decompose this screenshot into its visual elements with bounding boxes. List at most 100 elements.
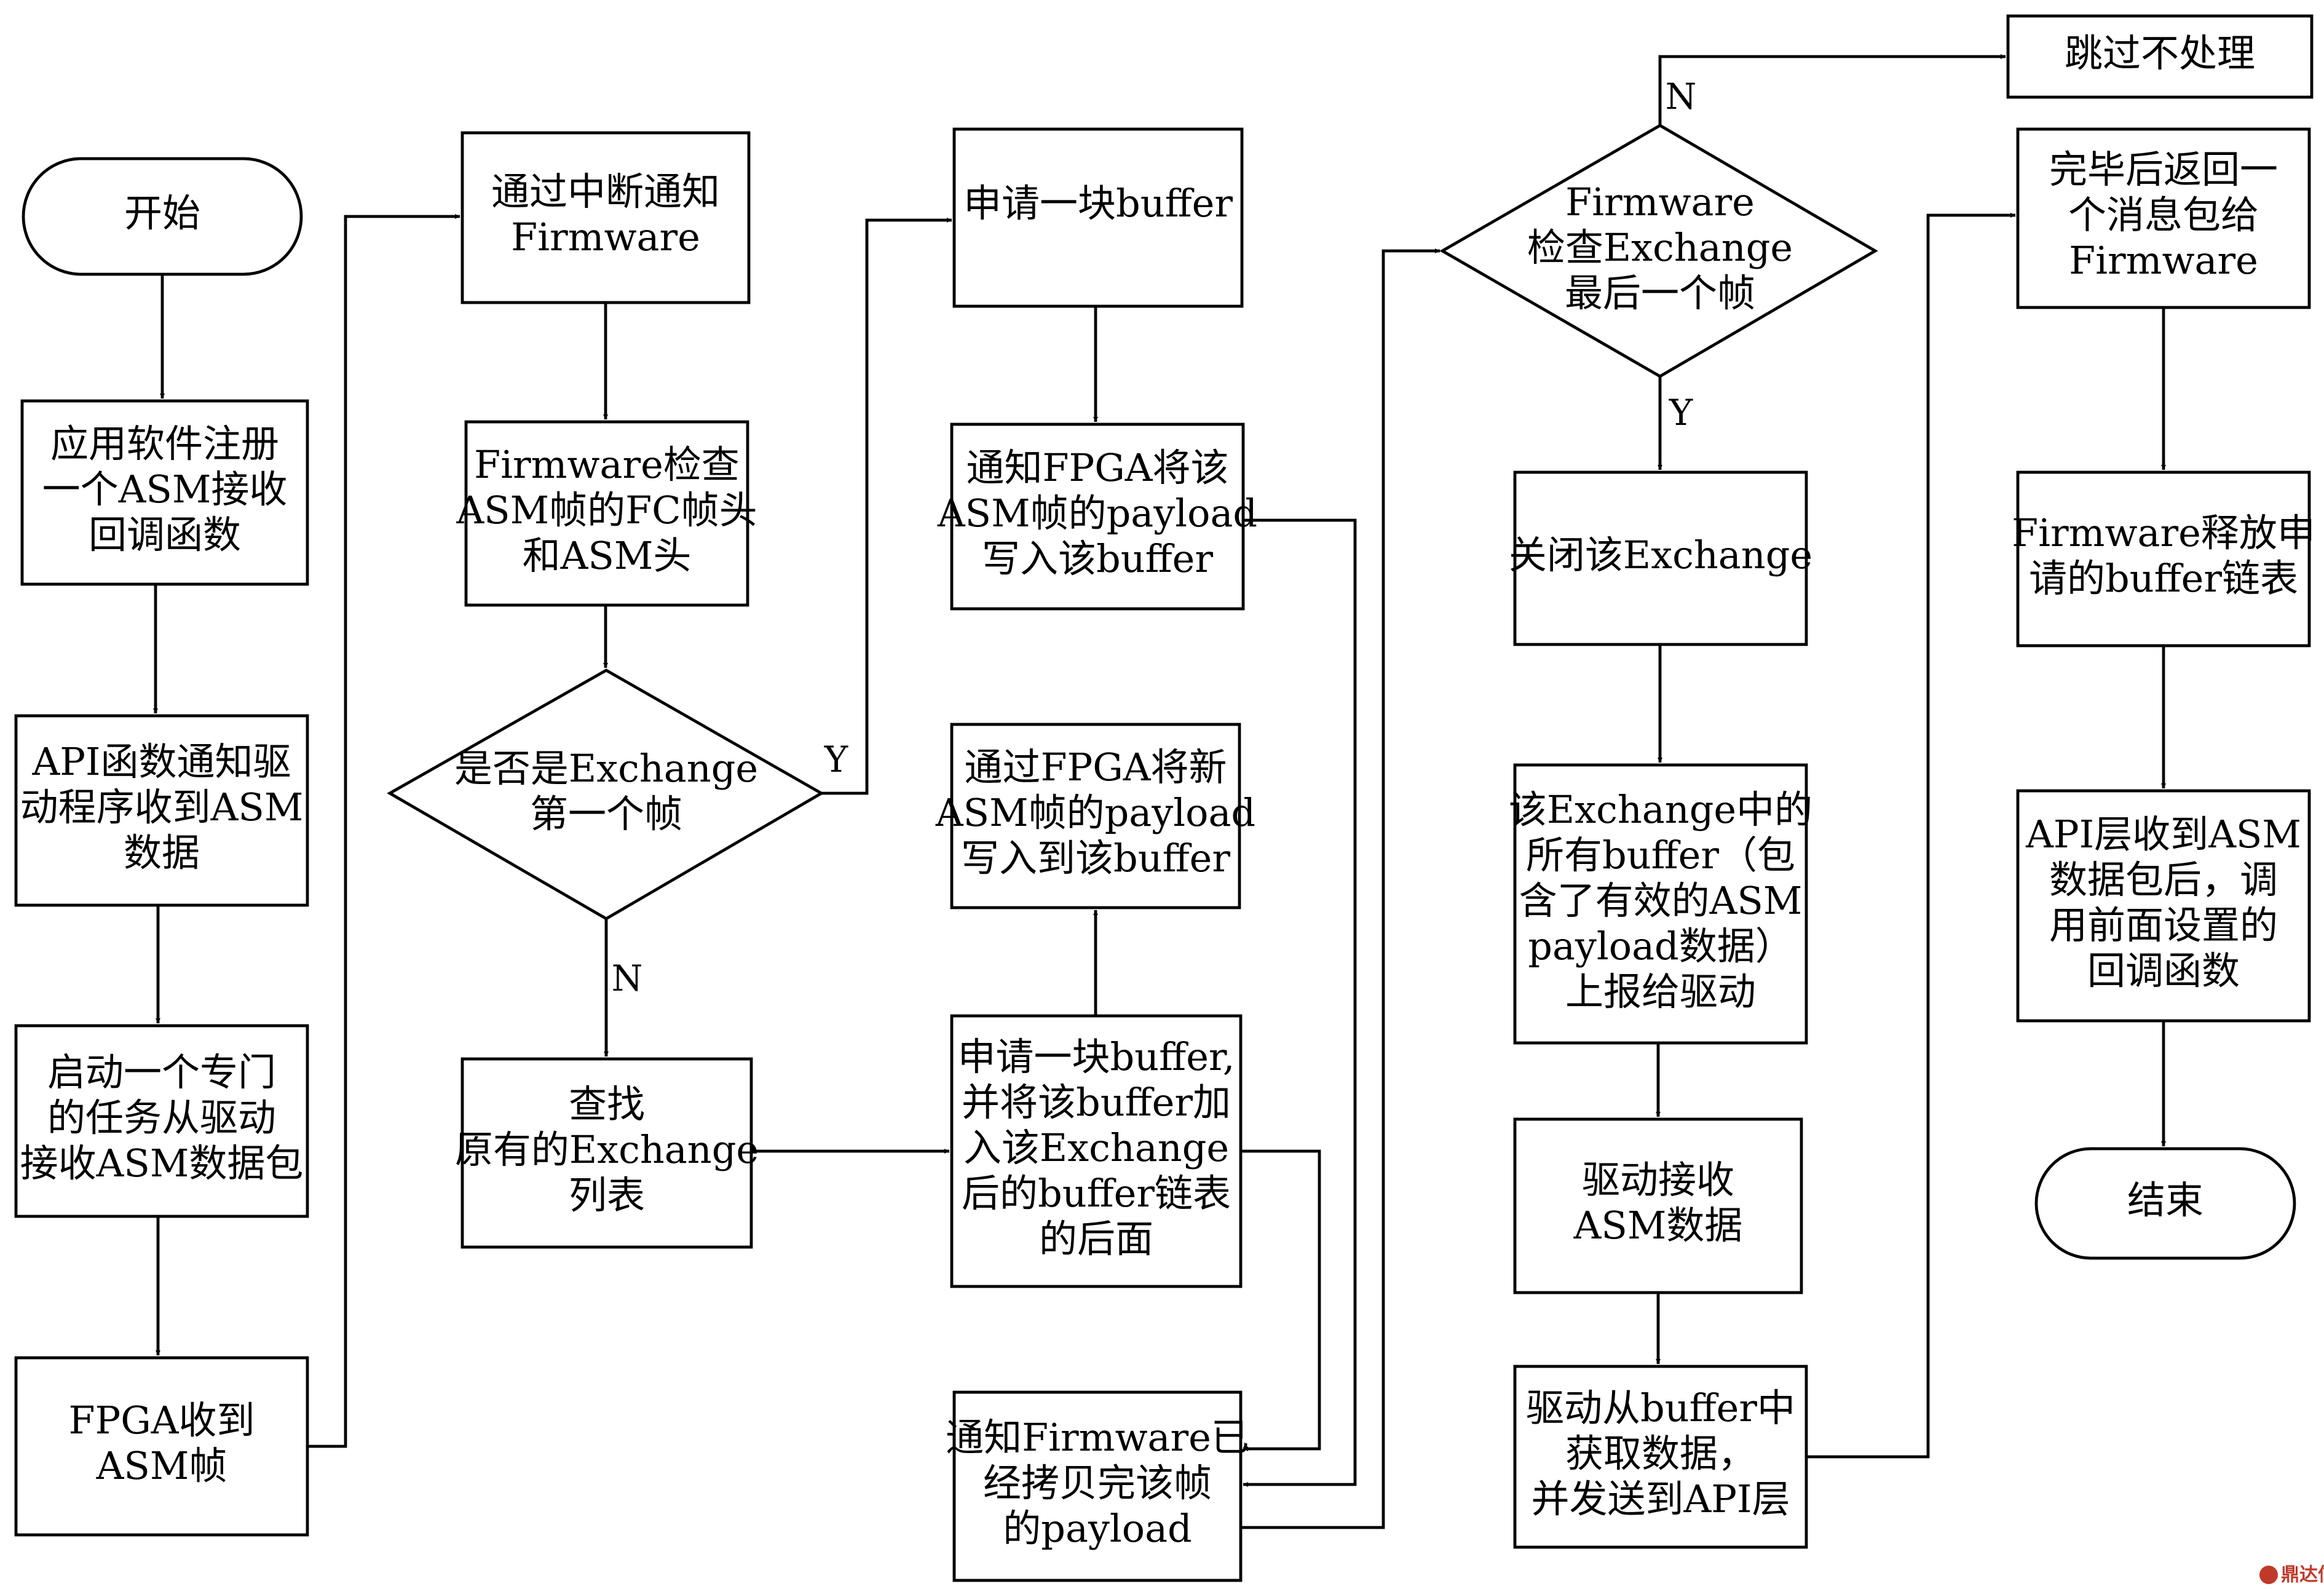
api-callback-line: API层收到ASM [2025,812,2301,857]
watermark: 鼎达信 [2259,1564,2324,1586]
alloc2-line: 并将该buffer加 [962,1080,1231,1125]
return-msg-line: 完毕后返回一 [2049,147,2278,192]
fw-check-line: 和ASM头 [523,533,692,578]
node-driver-send: 驱动从buffer中获取数据，并发送到API层 [1513,1365,1808,1549]
arrow-fpga-recv-irq-notify [307,214,460,1448]
alloc1-line: 申请一块buffer [963,181,1233,226]
api-notify-line: 数据 [124,830,200,875]
fpga-write2-line: ASM帧的payload [935,790,1255,835]
start-task-line: 启动一个专门 [47,1050,276,1095]
label-last-yes: Y [1669,392,1693,434]
report-line: 所有buffer（包 [1526,833,1795,878]
is-last-line: 检查Exchange [1527,225,1793,270]
node-end: 结束 [2034,1147,2296,1260]
fpga-recv-line: ASM帧 [96,1443,227,1488]
node-alloc1-text: 申请一块buffer [963,181,1233,226]
node-notify-fw-text: 通知Firmware已经拷贝完该帧的payload [946,1415,1249,1551]
notify-fw-line: 通知Firmware已 [946,1415,1249,1460]
node-start-task: 启动一个专门的任务从驱动接收ASM数据包 [14,1024,309,1218]
close-exchange-line: 关闭该Exchange [1509,533,1812,577]
start-task-line: 接收ASM数据包 [20,1141,304,1186]
node-skip: 跳过不处理 [2006,14,2314,99]
find-list-line: 原有的Exchange [455,1127,759,1172]
register-line: 应用软件注册 [50,421,279,466]
fw-check-line: Firmware检查 [474,442,740,487]
watermark-logo-icon [2259,1566,2278,1584]
alloc2-line: 入该Exchange [963,1125,1229,1170]
is-last-line: 最后一个帧 [1565,271,1755,315]
start-line: 开始 [124,191,200,236]
node-start-text: 开始 [124,191,200,236]
driver-send-line: 并发送到API层 [1532,1476,1790,1521]
api-notify-line: API函数通知驱 [32,739,291,784]
node-skip-text: 跳过不处理 [2065,31,2255,76]
driver-send-line: 驱动从buffer中 [1526,1385,1795,1430]
find-list-line: 列表 [569,1173,645,1218]
label-first-no: N [612,957,643,999]
is-first-line: 第一个帧 [530,791,682,836]
label-last-no: N [1666,76,1697,117]
fw-check-line: ASM帧的FC帧头 [456,488,757,533]
fpga-recv-line: FPGA收到 [68,1398,255,1443]
notify-fw-line: 的payload [1003,1506,1192,1551]
node-end-text: 结束 [2127,1178,2203,1222]
api-notify-line: 动程序收到ASM [20,785,304,830]
notify-fpga1-line: 通知FPGA将该 [966,445,1228,490]
fw-release-line: Firmware释放申 [2012,510,2315,555]
arrow-is-first-alloc1 [821,218,952,795]
end-line: 结束 [2127,1178,2203,1222]
arrow-notify-fpga1-notify-fw [1243,518,1357,1487]
node-register-text: 应用软件注册一个ASM接收回调函数 [42,421,288,557]
watermark-text: 鼎达信 [2281,1564,2324,1586]
node-fw-release-text: Firmware释放申请的buffer链表 [2012,510,2315,601]
node-alloc1: 申请一块buffer [952,127,1244,308]
find-list-line: 查找 [569,1082,645,1127]
node-close-exchange-text: 关闭该Exchange [1509,533,1812,577]
report-line: 上报给驱动 [1565,969,1756,1014]
skip-line: 跳过不处理 [2065,31,2255,76]
arrow-alloc2-notify-fw [1241,1149,1321,1451]
node-fw-release: Firmware释放申请的buffer链表 [2012,470,2315,648]
driver-recv-line: ASM数据 [1573,1203,1743,1248]
label-first-yes: Y [824,739,848,780]
arrow-is-last-skip [1658,54,2006,125]
notify-fpga1-line: ASM帧的payload [937,491,1257,536]
register-line: 一个ASM接收 [42,467,288,512]
node-start: 开始 [22,157,303,276]
arrow-driver-send-return-msg [1806,213,2015,1459]
alloc2-line: 的后面 [1039,1216,1153,1261]
irq-notify-line: 通过中断通知 [491,169,720,214]
node-close-exchange: 关闭该Exchange [1509,470,1812,646]
driver-recv-line: 驱动接收 [1582,1157,1734,1202]
notify-fw-line: 经拷贝完该帧 [983,1460,1212,1505]
api-callback-line: 用前面设置的 [2049,903,2278,948]
register-line: 回调函数 [89,512,241,557]
alloc2-line: 后的buffer链表 [962,1171,1231,1216]
report-line: 该Exchange中的 [1509,787,1812,832]
api-callback-line: 数据包后，调 [2049,857,2278,902]
api-callback-line: 回调函数 [2087,948,2240,993]
notify-fpga1-line: 写入该buffer [982,536,1213,581]
alloc2-line: 申请一块buffer, [958,1034,1235,1079]
return-msg-line: 个消息包给 [2068,192,2259,237]
fpga-write2-line: 写入到该buffer [961,836,1230,881]
driver-send-line: 获取数据， [1565,1431,1756,1476]
